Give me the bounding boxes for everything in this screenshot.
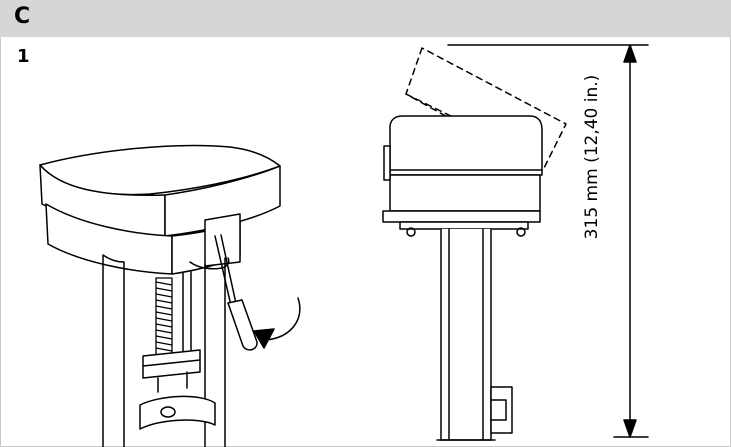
- clamp-ring: [139, 395, 216, 430]
- closed-lid: [389, 115, 543, 176]
- actuator-perspective-view: [39, 144, 301, 447]
- stem-coupling: [142, 349, 201, 393]
- crank-handle-shaft: [214, 234, 238, 311]
- rotation-arrow-arc: [264, 297, 301, 341]
- side-lower-block: [490, 386, 513, 434]
- flange-bolt-right: [516, 227, 526, 237]
- side-housing: [389, 174, 541, 212]
- clamp-bolt: [160, 406, 176, 418]
- rotation-arrow-head: [253, 328, 275, 349]
- yoke-left-pillar: [102, 254, 125, 447]
- side-lower-block-notch: [490, 399, 507, 421]
- flange-bolt-left: [406, 227, 416, 237]
- actuator-side-view: [382, 47, 567, 441]
- dimension-label: 315 mm (12,40 in.): [582, 74, 602, 240]
- section-header: C: [0, 0, 731, 37]
- spring-coil: [155, 277, 173, 357]
- height-dimension: [447, 44, 649, 438]
- figure-number: 1: [17, 46, 30, 67]
- flange: [382, 210, 541, 223]
- dimension-arrow-bottom: [623, 419, 637, 438]
- section-letter: C: [14, 4, 31, 29]
- spindle: [182, 271, 192, 361]
- side-yoke-edge: [448, 228, 484, 441]
- flange-lower: [399, 221, 529, 230]
- crank-handle-grip: [227, 299, 258, 351]
- side-housing-lip: [383, 145, 391, 181]
- dimension-arrow-top: [623, 44, 637, 63]
- lid-side: [164, 165, 281, 237]
- lid-open-dashed: [405, 47, 567, 171]
